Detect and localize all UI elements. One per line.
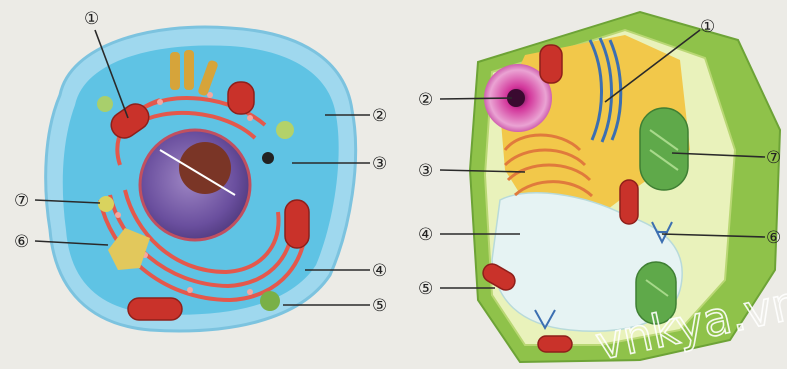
chloroplast — [540, 45, 562, 83]
animal-label-4: ④ — [372, 261, 387, 281]
animal-label-7: ⑦ — [14, 191, 29, 211]
mitochondrion — [128, 298, 182, 320]
plant-label-7: ⑦ — [766, 148, 781, 168]
centrosome — [98, 196, 114, 212]
vesicle — [260, 291, 280, 311]
mitochondrion — [285, 200, 309, 248]
vesicle — [276, 121, 294, 139]
plant-label-6: ⑥ — [766, 228, 781, 248]
plant-label-4: ④ — [418, 225, 433, 245]
animal-nucleolus — [179, 142, 231, 194]
chloroplast — [640, 108, 688, 190]
plant-mitochondrion — [620, 180, 638, 224]
animal-label-6: ⑥ — [14, 232, 29, 252]
plant-label-5: ⑤ — [418, 279, 433, 299]
animal-label-1: ① — [84, 9, 99, 29]
plant-mitochondrion — [538, 336, 572, 352]
animal-label-2: ② — [372, 106, 387, 126]
animal-cell: ① ② ③ ④ ⑤ ⑦ ⑥ — [14, 9, 387, 331]
plant-label-2: ② — [418, 90, 433, 110]
plant-label-3: ③ — [418, 161, 433, 181]
animal-label-5: ⑤ — [372, 296, 387, 316]
animal-label-3: ③ — [372, 154, 387, 174]
plant-label-1: ① — [700, 17, 715, 37]
mitochondrion — [228, 82, 254, 114]
vesicle — [97, 96, 113, 112]
vesicle — [262, 152, 274, 164]
